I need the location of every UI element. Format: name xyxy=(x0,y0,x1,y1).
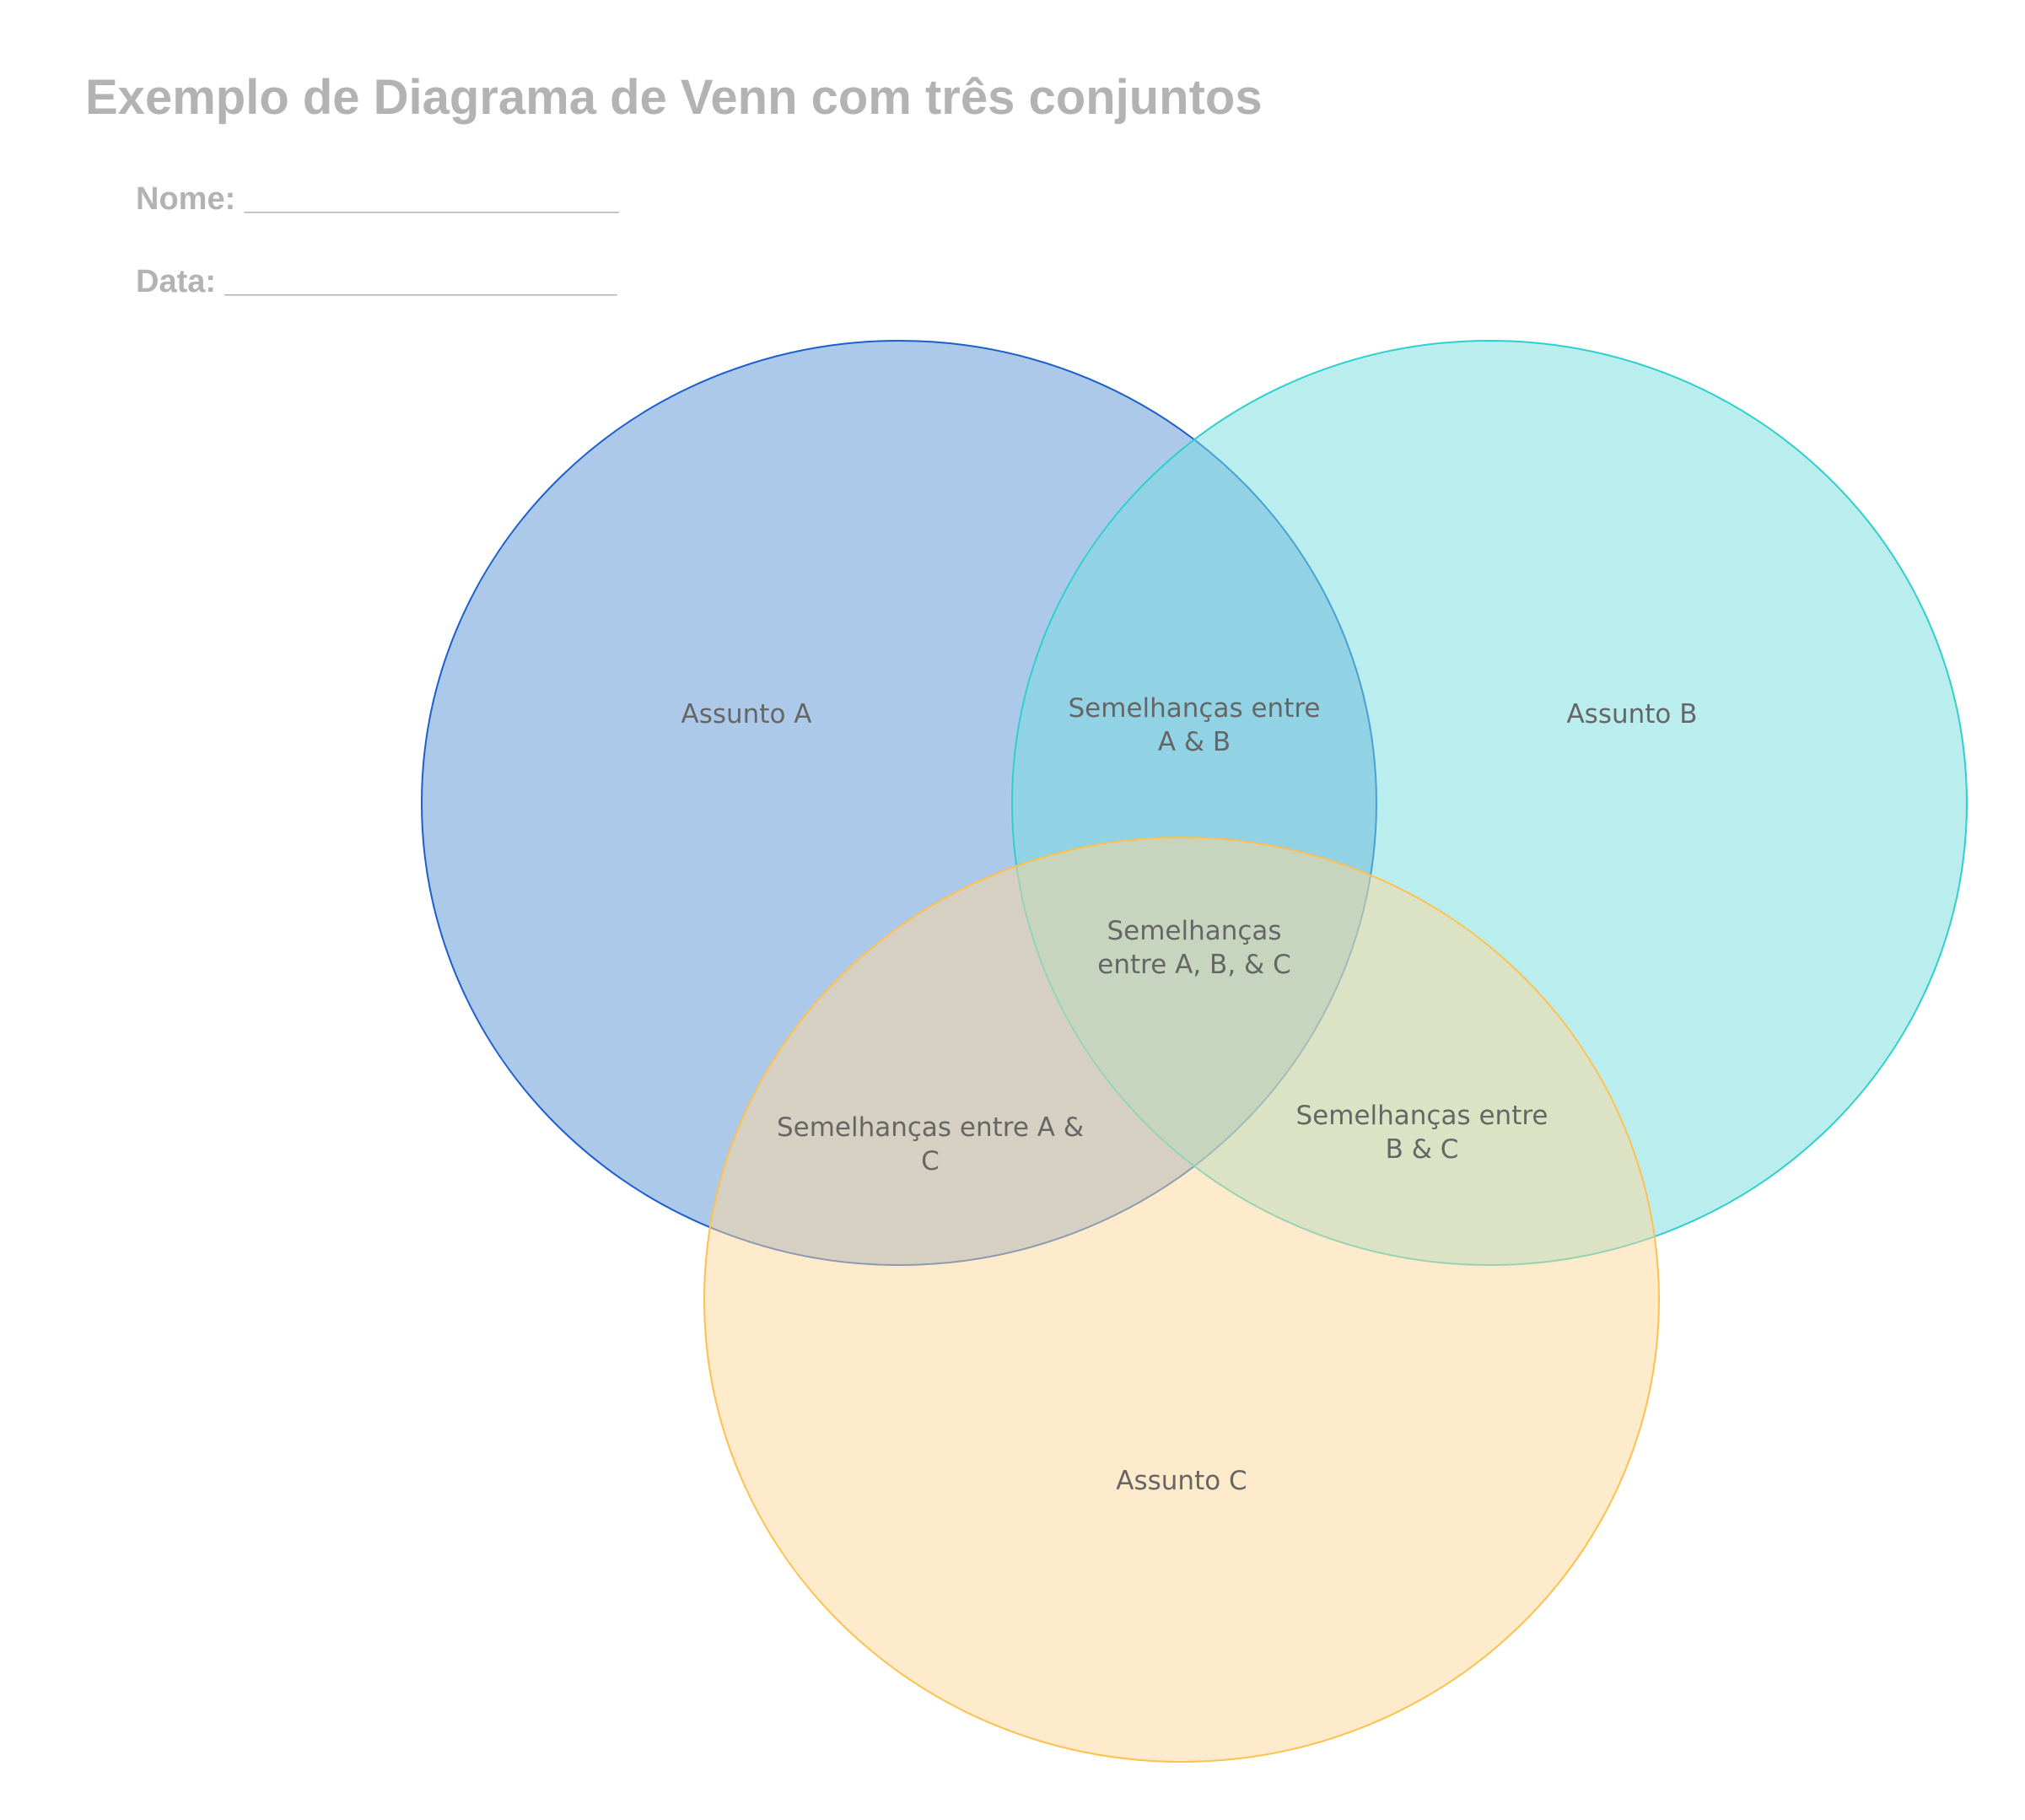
label-intersection-bc: Semelhanças entre B & C xyxy=(1296,1099,1548,1166)
date-field[interactable]: Data: ______________________ xyxy=(136,264,617,300)
label-set-c: Assunto C xyxy=(1116,1466,1247,1496)
label-line: Semelhanças entre xyxy=(1295,1101,1548,1131)
name-label: Nome: xyxy=(136,181,236,217)
label-line: C xyxy=(921,1146,940,1177)
label-intersection-ac: Semelhanças entre A & C xyxy=(777,1111,1084,1178)
label-line: Semelhanças entre A & xyxy=(776,1112,1085,1143)
date-label: Data: xyxy=(136,264,217,299)
page-title: Exemplo de Diagrama de Venn com três con… xyxy=(85,70,1263,125)
name-field[interactable]: Nome: _____________________ xyxy=(136,181,619,218)
circle-c xyxy=(703,837,1660,1763)
name-line: _____________________ xyxy=(244,181,619,217)
label-intersection-abc: Semelhanças entre A, B, & C xyxy=(1097,914,1290,982)
label-set-a: Assunto A xyxy=(681,699,812,730)
label-line: Semelhanças entre xyxy=(1068,693,1321,724)
label-intersection-ab: Semelhanças entre A & B xyxy=(1069,692,1321,759)
date-line: ______________________ xyxy=(224,264,617,299)
label-line: Semelhanças xyxy=(1107,916,1282,946)
label-line: B & C xyxy=(1385,1134,1459,1165)
label-line: entre A, B, & C xyxy=(1097,950,1291,980)
label-set-b: Assunto B xyxy=(1566,699,1698,730)
label-line: A & B xyxy=(1157,727,1231,757)
